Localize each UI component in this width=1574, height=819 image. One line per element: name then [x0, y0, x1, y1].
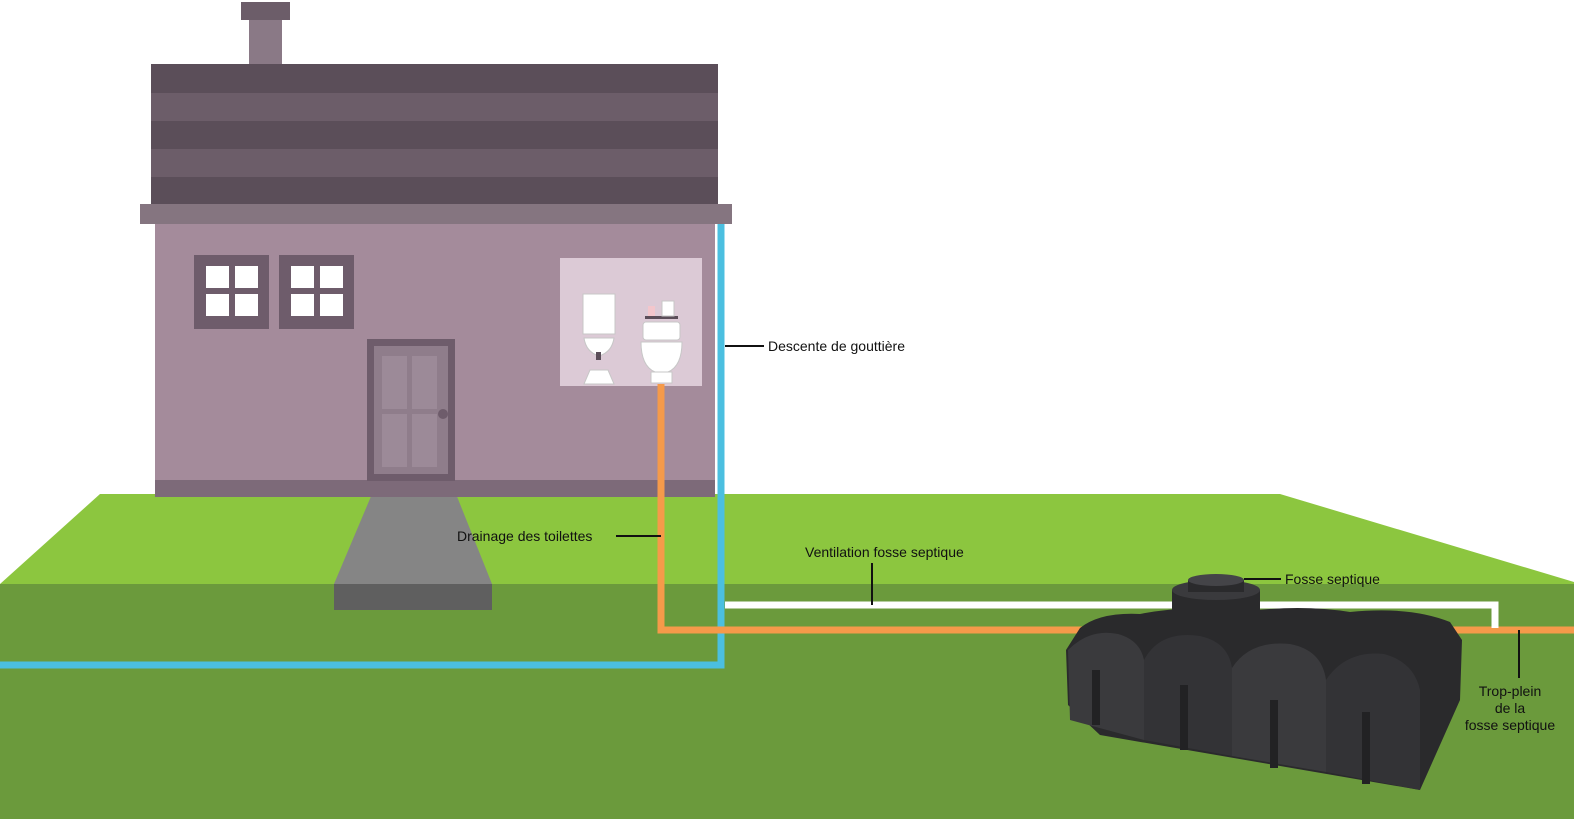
- roof-band-3: [151, 121, 718, 149]
- label-overflow-line-3: fosse septique: [1464, 717, 1556, 733]
- roof-band-5: [151, 177, 718, 205]
- bathroom-cutaway: [560, 258, 702, 386]
- toilet-icon: [640, 300, 683, 384]
- ventilation-pipe: [725, 601, 1499, 628]
- septic-tank: [1066, 574, 1462, 790]
- window-right: [279, 255, 354, 329]
- label-gutter-downpipe: Descente de gouttière: [768, 338, 905, 354]
- label-overflow-line-2: de la: [1494, 700, 1526, 716]
- gutter-downpipe: [0, 224, 725, 669]
- walkway-step: [334, 584, 492, 610]
- chimney-cap: [241, 2, 290, 20]
- walkway: [334, 494, 492, 584]
- window-left: [194, 255, 269, 329]
- house-base: [155, 480, 715, 497]
- tank-lid-icon: [1188, 574, 1244, 586]
- mirror-icon: [582, 293, 616, 335]
- sink-icon: [583, 337, 615, 385]
- door-knob-icon: [438, 409, 448, 419]
- label-septic-tank: Fosse septique: [1285, 571, 1380, 587]
- chimney: [249, 18, 282, 68]
- roof-band-4: [151, 149, 718, 177]
- front-door: [367, 339, 455, 481]
- roof-eave: [140, 204, 732, 224]
- label-toilet-drain: Drainage des toilettes: [457, 528, 593, 544]
- roof-band-1: [151, 64, 718, 93]
- label-overflow-line-1: Trop-plein: [1478, 683, 1542, 699]
- label-ventilation: Ventilation fosse septique: [805, 544, 964, 560]
- roof-band-2: [151, 93, 718, 121]
